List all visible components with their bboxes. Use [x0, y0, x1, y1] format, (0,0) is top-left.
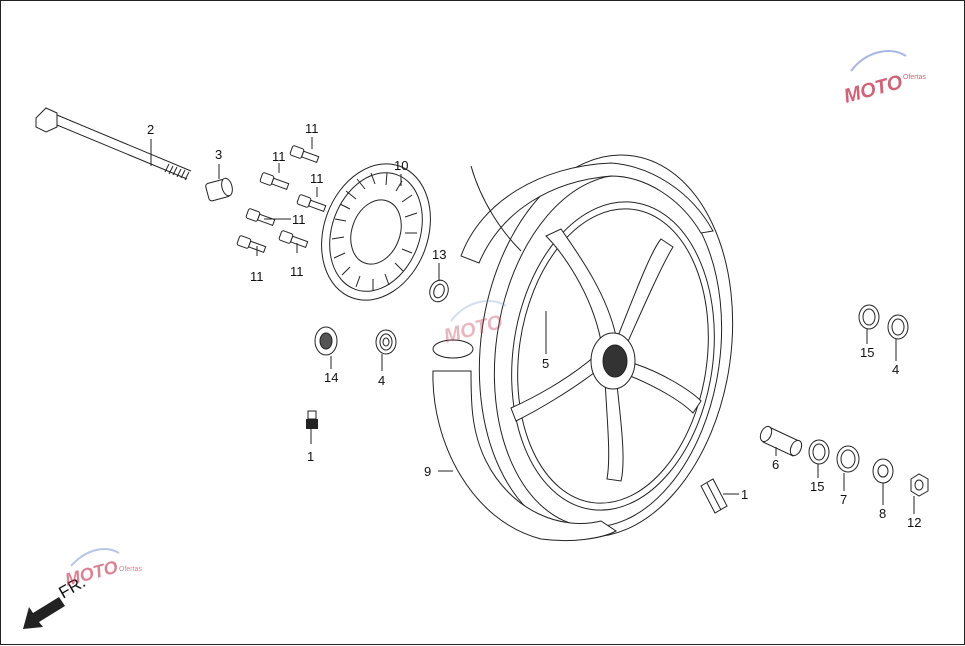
callout-labels: 2 3 11 11 11 11 11 11 10 13 14 4 1 5 9 1…: [147, 121, 921, 530]
callout-1-right: 1: [741, 487, 748, 502]
callout-13: 13: [432, 247, 446, 262]
balance-weight: [700, 478, 728, 514]
axle-thread: [164, 163, 190, 181]
svg-text:MOTO: MOTO: [63, 557, 120, 590]
callout-10: 10: [394, 158, 408, 173]
drive-ring: [836, 445, 860, 473]
callout-9: 9: [424, 464, 431, 479]
callout-4-right: 4: [892, 362, 899, 377]
svg-text:MOTO: MOTO: [842, 71, 906, 108]
callout-2: 2: [147, 122, 154, 137]
brake-disc: [321, 163, 431, 301]
distance-sleeve: [759, 425, 803, 457]
bearing-right-upper-4: [887, 314, 909, 340]
svg-text:Ofertas: Ofertas: [903, 74, 926, 81]
callout-1-left: 1: [307, 449, 314, 464]
callout-14: 14: [324, 370, 338, 385]
spacer-collar: [205, 177, 233, 202]
callout-6: 6: [772, 457, 779, 472]
wheel-spokes: [510, 228, 702, 482]
callout-11-f: 11: [290, 264, 304, 279]
tire-valve-left: [306, 410, 318, 429]
callout-15-upper: 15: [860, 345, 874, 360]
leader-lines: [150, 137, 915, 514]
callout-11-d: 11: [292, 212, 306, 227]
tire: [432, 162, 714, 542]
washer: [872, 458, 894, 484]
callout-5: 5: [542, 356, 549, 371]
callout-11-c: 11: [310, 171, 324, 186]
callout-4-left: 4: [378, 373, 385, 388]
callout-3: 3: [215, 147, 222, 162]
axle-bolt: [35, 107, 192, 181]
svg-text:Ofertas: Ofertas: [119, 566, 142, 573]
bearing-right-lower: [808, 439, 830, 465]
wheel-hub: [590, 332, 636, 390]
watermark-logo-top: MOTO Ofertas: [842, 50, 926, 108]
callout-11-b: 11: [272, 149, 286, 164]
callout-15-lower: 15: [810, 479, 824, 494]
callout-11-e: 11: [250, 269, 264, 284]
axle-nut: [910, 473, 929, 497]
bearing-left: [375, 329, 397, 355]
callout-12: 12: [907, 515, 921, 530]
bearing-right-upper-15: [858, 304, 880, 330]
callout-11-a: 11: [305, 121, 319, 136]
disc-bolts: [236, 145, 327, 253]
callout-7: 7: [840, 492, 847, 507]
watermark-logo-bottom: MOTO Ofertas: [63, 548, 142, 590]
callout-8: 8: [879, 506, 886, 521]
oil-seal: [314, 326, 338, 356]
distance-ring: [429, 279, 449, 303]
